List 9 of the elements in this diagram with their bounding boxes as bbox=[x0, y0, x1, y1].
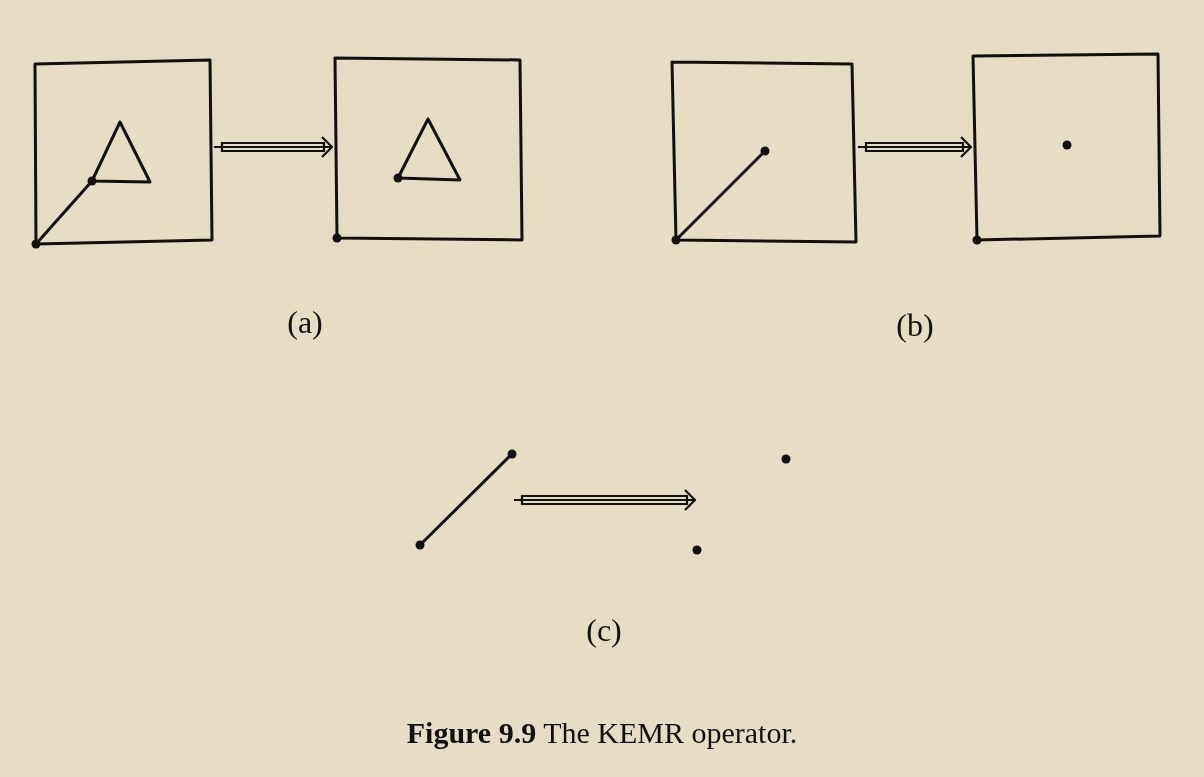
dots-drawing bbox=[691, 453, 792, 556]
panel-label: (b) bbox=[896, 306, 934, 344]
panel-label: (c) bbox=[586, 611, 622, 649]
figure-caption: Figure 9.9 The KEMR operator. bbox=[406, 716, 798, 750]
line-segment-drawing bbox=[414, 448, 518, 551]
double-arrow bbox=[858, 135, 973, 159]
panel-label: (a) bbox=[287, 303, 323, 341]
double-arrow bbox=[214, 135, 334, 159]
double-arrow bbox=[514, 488, 697, 512]
